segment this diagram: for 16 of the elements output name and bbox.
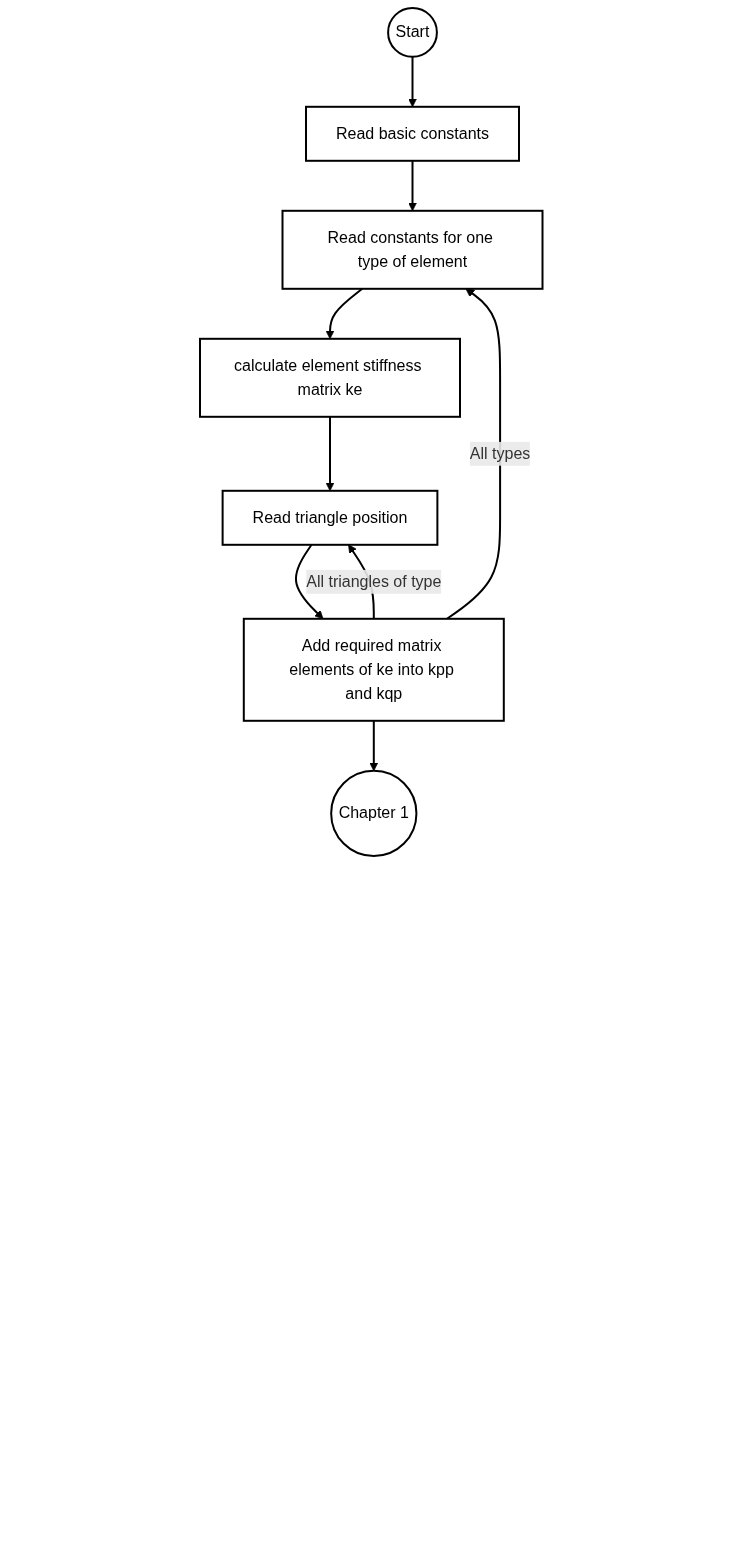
edge-label: All triangles of type <box>305 572 442 590</box>
arrow <box>325 287 363 340</box>
node-box: Add required matrix elements of ke into kpp and kqp <box>242 617 505 722</box>
node-box: calculate element stiffness matrix ke <box>198 337 461 418</box>
arrow <box>407 55 417 108</box>
node-box: Read basic constants <box>304 105 520 162</box>
arrow <box>407 159 417 212</box>
arrow <box>325 415 335 492</box>
node-box: Read triangle position <box>221 489 439 546</box>
node-circle: Start <box>386 7 438 58</box>
arrow <box>445 288 501 620</box>
arrow <box>369 719 378 772</box>
edge-label: All types <box>469 444 531 462</box>
node-circle: Chapter 1 <box>329 769 418 858</box>
node-box: Read constants for one type of element <box>281 209 544 290</box>
arrow <box>294 543 324 620</box>
